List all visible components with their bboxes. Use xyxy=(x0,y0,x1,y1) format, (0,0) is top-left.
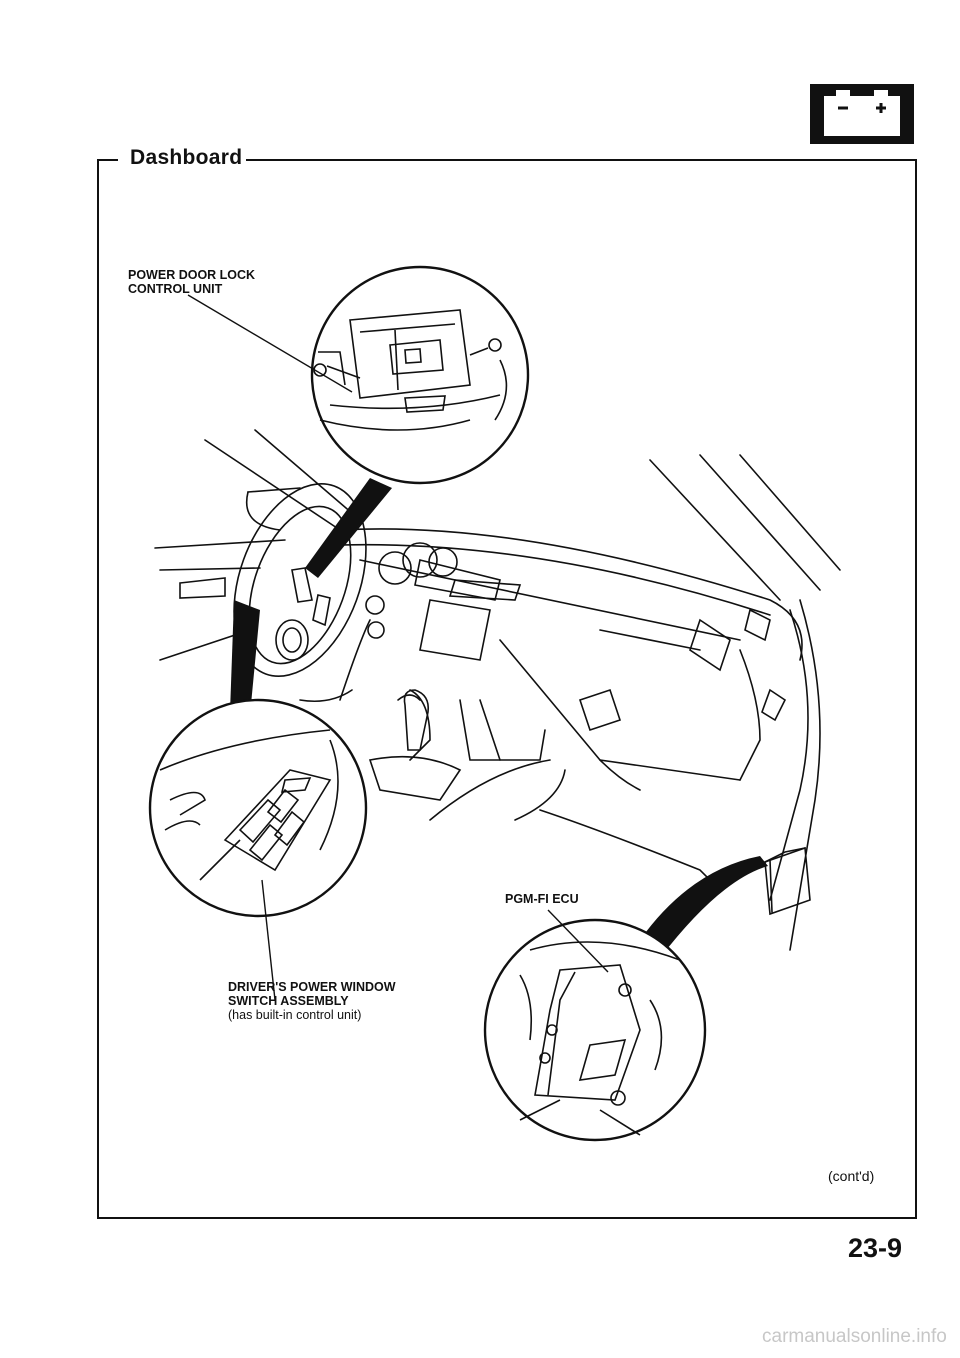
label-drivers-window-note: (has built-in control unit) xyxy=(228,1008,362,1022)
leader-bands xyxy=(230,478,768,958)
section-title: Dashboard xyxy=(126,146,247,170)
battery-icon xyxy=(810,84,914,144)
label-power-door-lock-control-unit: POWER DOOR LOCK CONTROL UNIT xyxy=(128,268,255,296)
label-drivers-power-window-switch: DRIVER'S POWER WINDOW SWITCH ASSEMBLY (h… xyxy=(228,980,396,1022)
label-power-door-lock-line2: CONTROL UNIT xyxy=(128,282,223,296)
label-pgm-fi-ecu: PGM-FI ECU xyxy=(505,892,579,906)
page-number: 23-9 xyxy=(848,1233,903,1263)
dashboard-sketch xyxy=(154,429,841,951)
continued-note: (cont'd) xyxy=(828,1168,875,1184)
label-drivers-window-line1: DRIVER'S POWER WINDOW xyxy=(228,980,396,994)
section-frame xyxy=(97,159,917,1219)
label-power-door-lock-line1: POWER DOOR LOCK xyxy=(128,268,256,282)
window-switch-sketch xyxy=(159,729,339,881)
door-lock-unit-sketch xyxy=(313,309,508,431)
label-drivers-window-line2: SWITCH ASSEMBLY xyxy=(228,994,349,1008)
leader-lines xyxy=(187,294,609,1001)
watermark: carmanualsonline.info xyxy=(762,1326,947,1347)
ecu-sketch xyxy=(519,941,681,1136)
